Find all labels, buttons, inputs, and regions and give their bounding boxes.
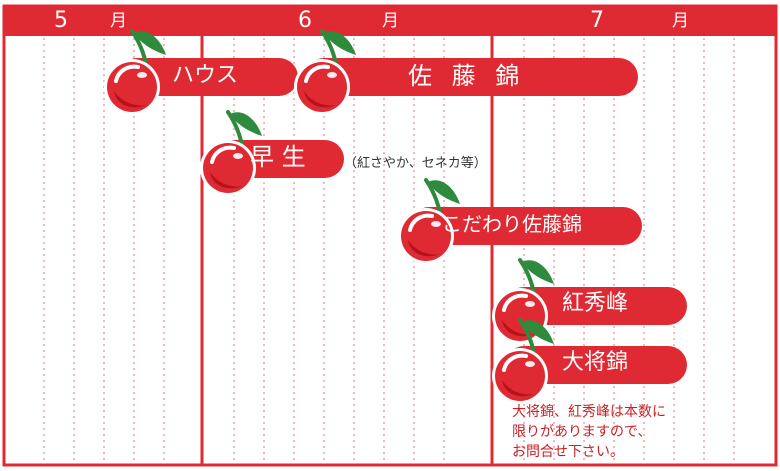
variety-label-kodawari-satonishiki: こだわり佐藤錦 (442, 212, 582, 236)
footnote-line: お問合せ下さい。 (512, 444, 624, 460)
month-5-number: 5 (54, 8, 68, 33)
variety-note-wase: （紅さやか、セネカ等） (344, 156, 487, 171)
footnote-line: 大将錦、紅秀峰は本数に (512, 404, 666, 420)
bar-house (118, 58, 298, 96)
month-7-unit: 月 (672, 11, 689, 31)
variety-label-satonishiki: 佐 藤 錦 (408, 62, 526, 90)
variety-label-benishuho: 紅秀峰 (562, 291, 629, 316)
bar-satonishiki (305, 58, 638, 96)
month-6-unit: 月 (382, 11, 399, 31)
variety-label-house: ハウス (172, 63, 239, 88)
month-7-number: 7 (590, 8, 604, 33)
bar-taishonishiki (505, 346, 687, 384)
bar-benishuho (505, 287, 687, 325)
footnote: 大将錦、紅秀峰は本数に 限りがありますので、 お問合せ下さい。 (512, 402, 762, 462)
calendar-frame (2, 4, 778, 467)
month-6-number: 6 (298, 8, 312, 33)
footnote-line: 限りがありますので、 (512, 424, 652, 440)
variety-label-taishonishiki: 大将錦 (562, 350, 629, 375)
bar-kodawari-satonishiki (410, 207, 642, 245)
variety-label-wase: 早 生 (250, 143, 306, 171)
month-5-unit: 月 (110, 11, 127, 31)
